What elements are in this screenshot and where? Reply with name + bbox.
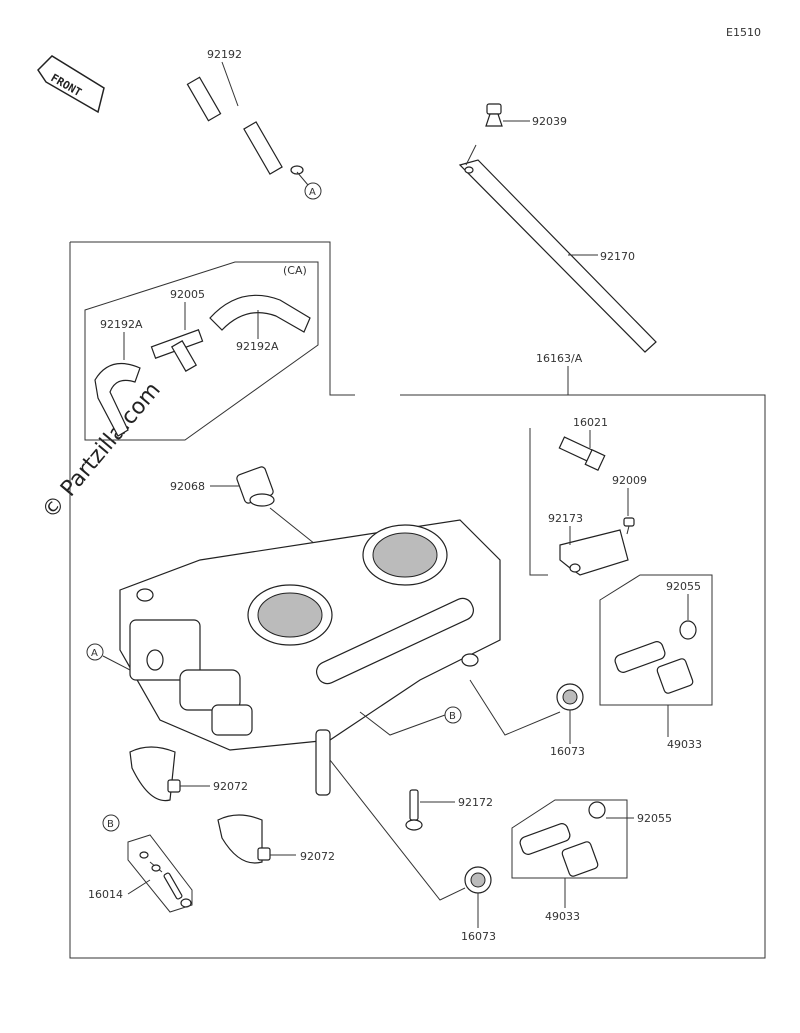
variant-label: (CA): [283, 264, 307, 277]
label-92192: 92192: [207, 48, 242, 61]
cap-92068: [236, 466, 275, 507]
t-fitting-92005: [150, 329, 204, 372]
sensor-16021: [558, 436, 606, 472]
assembly-frame-top-left: [70, 241, 355, 396]
injector-bottom-leader: [329, 759, 466, 901]
band-92072-top: [129, 746, 181, 802]
label-92009: 92009: [612, 474, 647, 487]
injector-box-top: [599, 574, 713, 706]
ca-subbox: [84, 261, 319, 441]
seal-16073-top: [556, 683, 584, 711]
label-16163: 16163/A: [536, 352, 583, 365]
label-92172: 92172: [458, 796, 493, 809]
callout-a-body: [86, 643, 104, 661]
label-92055-bottom: 92055: [637, 812, 672, 825]
seal-16073-bottom: [464, 866, 492, 894]
label-16073-top: 16073: [550, 745, 585, 758]
callout-b-body-label: B: [449, 711, 456, 722]
label-92192a-left: 92192A: [100, 318, 143, 331]
front-arrow-icon: FRONT: [37, 55, 105, 114]
throttle-body-assembly: [119, 519, 501, 796]
label-16021: 16021: [573, 416, 608, 429]
callout-b-screwset: [102, 814, 120, 832]
oring-92055-bottom: [588, 801, 606, 819]
injector-box-bottom: [511, 799, 628, 879]
label-92192a-right: 92192A: [236, 340, 279, 353]
label-16014: 16014: [88, 888, 123, 901]
label-49033-top: 49033: [667, 738, 702, 751]
hose-92192a-left: [94, 362, 141, 437]
assembly-frame: [69, 242, 766, 959]
injector-49033-bottom: [519, 823, 599, 877]
callout-a-hose: [304, 182, 322, 200]
label-92068: 92068: [170, 480, 205, 493]
callout-b-screwset-label: B: [107, 819, 114, 830]
label-92055-top: 92055: [666, 580, 701, 593]
label-92170: 92170: [600, 250, 635, 263]
screw-set-16014: [139, 851, 192, 908]
oring-92055-top: [679, 620, 697, 640]
hose-92192: [186, 76, 304, 175]
screw-92009: [623, 517, 635, 535]
label-16073-bottom: 16073: [461, 930, 496, 943]
injector-49033-top: [614, 641, 694, 694]
hose-92192a-right: [209, 294, 311, 333]
callout-b-leader: [359, 711, 446, 736]
bracket-leader: [529, 428, 548, 576]
callout-a-label: A: [309, 187, 316, 198]
label-92039: 92039: [532, 115, 567, 128]
callout-a-body-label: A: [91, 648, 98, 659]
diagram-code: E1510: [726, 26, 761, 39]
band-92170: [458, 159, 657, 353]
label-92072-top: 92072: [213, 780, 248, 793]
screw-set-outline: [127, 834, 193, 913]
label-92173: 92173: [548, 512, 583, 525]
clip-92039: [485, 103, 503, 127]
screw-92172: [405, 789, 423, 831]
label-92005: 92005: [170, 288, 205, 301]
label-92072-bottom: 92072: [300, 850, 335, 863]
band-92072-bottom: [217, 814, 271, 864]
injector-top-leader: [469, 679, 561, 736]
label-49033-bottom: 49033: [545, 910, 580, 923]
